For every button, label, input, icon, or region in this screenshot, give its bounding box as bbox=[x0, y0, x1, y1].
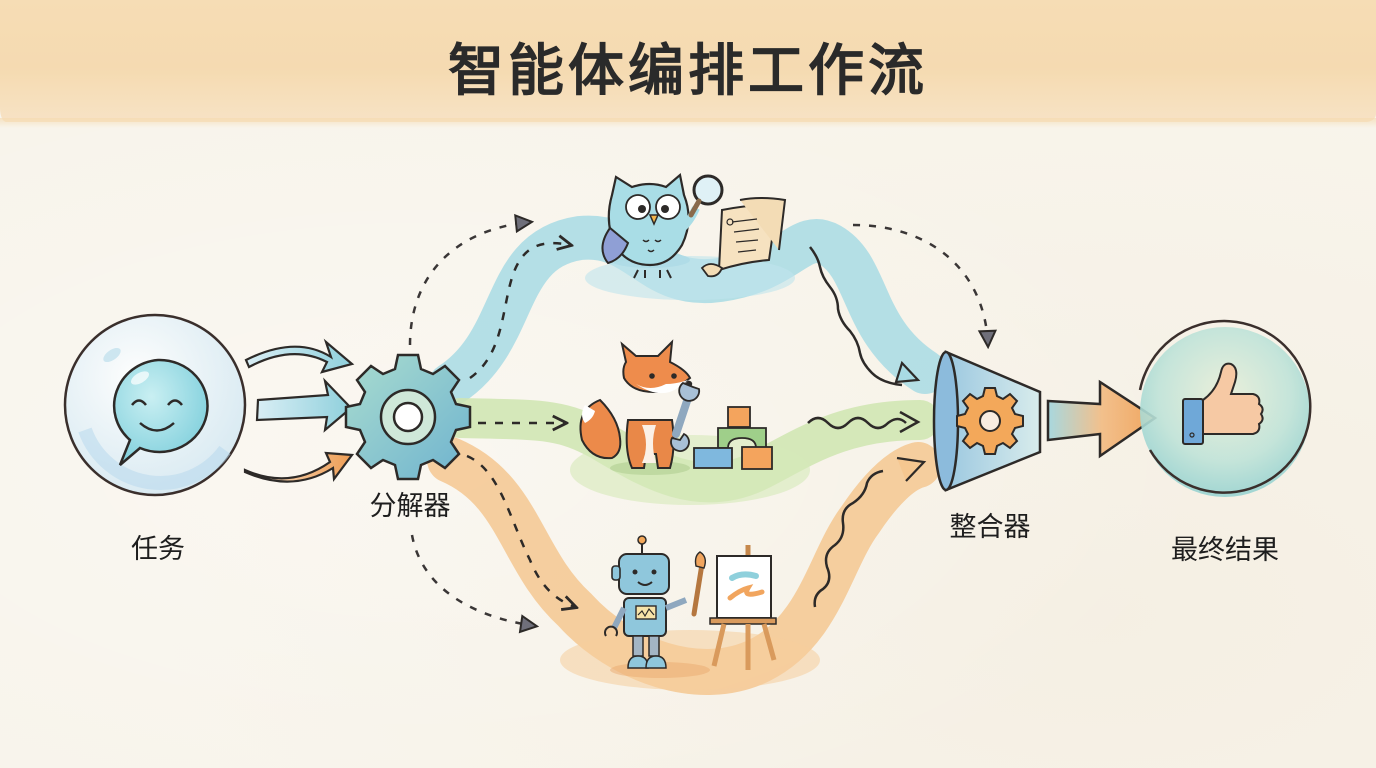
thumbs-up-icon bbox=[1182, 362, 1264, 445]
task-to-decomposer-arrows bbox=[243, 338, 355, 483]
dashed-arc-to-integrator bbox=[852, 223, 988, 345]
squiggle-arrowhead-owl bbox=[894, 360, 921, 384]
output-arrow bbox=[1046, 379, 1158, 459]
title-band bbox=[0, 0, 1376, 128]
owl-researcher-icon bbox=[601, 172, 787, 279]
squiggle-arrowhead-fox bbox=[899, 410, 921, 434]
task-node bbox=[63, 313, 247, 497]
task-label: 任务 bbox=[131, 534, 185, 565]
page-title: 智能体编排工作流 bbox=[448, 39, 928, 104]
integrator-gear-icon bbox=[956, 387, 1024, 455]
result-node bbox=[1138, 319, 1312, 497]
scroll-icon bbox=[700, 197, 787, 278]
result-circle-outline bbox=[1138, 319, 1312, 494]
squiggle-arrowhead-robot bbox=[896, 456, 927, 482]
squiggle-from-fox bbox=[807, 416, 907, 430]
squiggle-from-robot bbox=[813, 469, 884, 608]
blocks-icon bbox=[693, 406, 773, 470]
paintbrush-icon bbox=[691, 551, 707, 617]
integrator-label: 整合器 bbox=[949, 512, 1031, 543]
path-green-fox bbox=[440, 398, 940, 505]
integrator-funnel-icon bbox=[932, 350, 1042, 492]
dashed-arc-top bbox=[408, 222, 530, 346]
robot-artist-icon bbox=[604, 535, 777, 678]
squiggle-from-owl bbox=[809, 246, 903, 387]
wrench-icon bbox=[670, 381, 701, 452]
fox-builder-icon bbox=[579, 339, 773, 475]
decomposer-label: 分解器 bbox=[369, 491, 451, 522]
path-orange-robot bbox=[427, 437, 941, 695]
decomposer-gear-icon bbox=[344, 353, 472, 481]
dashed-arc-bottom bbox=[410, 534, 535, 626]
smiling-chat-bubble-icon bbox=[112, 358, 209, 466]
result-label: 最终结果 bbox=[1171, 535, 1279, 566]
easel-icon bbox=[709, 545, 777, 670]
